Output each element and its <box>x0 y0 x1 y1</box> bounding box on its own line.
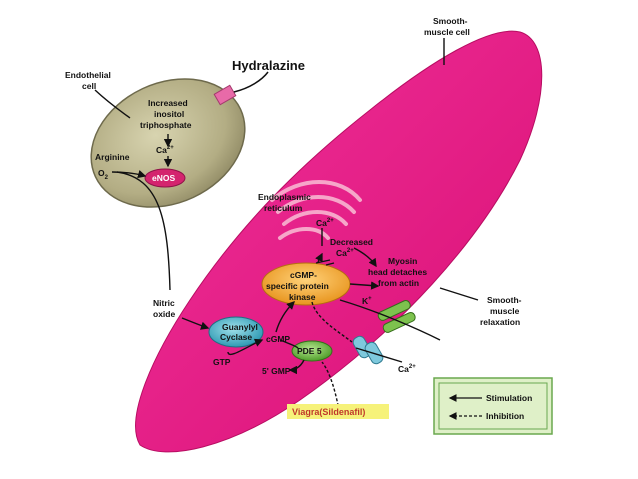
label-increased-3: triphosphate <box>140 120 192 130</box>
label-decreased-2: Ca2+ <box>336 248 354 258</box>
label-decreased-1: Decreased <box>330 237 373 247</box>
label-hydralazine: Hydralazine <box>232 58 305 73</box>
label-arginine: Arginine <box>95 152 130 162</box>
label-o2: O2 <box>98 168 109 181</box>
label-enos: eNOS <box>152 173 175 183</box>
label-ca-endothelial: Ca2+ <box>156 145 174 155</box>
label-ca-channel: Ca2+ <box>398 364 416 374</box>
label-relax-1: Smooth- <box>487 295 522 305</box>
label-nitric-1: Nitric <box>153 298 175 308</box>
guanylyl-cyclase-enzyme <box>208 316 264 348</box>
label-er-2: reticulum <box>264 203 303 213</box>
endoplasmic-reticulum <box>270 180 362 240</box>
label-endothelial-cell-1: Endothelial <box>65 70 111 80</box>
pathway-arrows <box>94 38 479 375</box>
legend: Stimulation Inhibition <box>433 377 553 435</box>
label-nitric-2: oxide <box>153 309 175 319</box>
label-myosin-3: from actin <box>378 278 419 288</box>
label-k-plus: K+ <box>362 296 372 306</box>
label-guanylyl: Guanylyl <box>222 322 258 332</box>
label-relax-2: muscle <box>490 306 520 316</box>
label-pde5: PDE 5 <box>297 346 322 356</box>
label-increased-2: inositol <box>154 109 184 119</box>
viagra-label-box <box>287 404 389 419</box>
label-cyclase: Cyclase <box>220 332 252 342</box>
label-smooth-muscle-cell-2: muscle cell <box>424 27 470 37</box>
label-ca-er: Ca2+ <box>316 218 334 228</box>
label-pkg-1: cGMP- <box>290 270 317 280</box>
label-increased-1: Increased <box>148 98 188 108</box>
label-myosin-2: head detaches <box>368 267 427 277</box>
label-relax-3: relaxation <box>480 317 520 327</box>
label-er-1: Endoplasmic <box>258 192 311 202</box>
label-pkg-2: specific protein <box>266 281 329 291</box>
label-cgmp: cGMP <box>266 334 290 344</box>
label-viagra: Viagra(Sildenafil) <box>292 407 365 417</box>
label-gtp: GTP <box>213 357 231 367</box>
legend-inhibition: Inhibition <box>486 411 524 421</box>
label-myosin-1: Myosin <box>388 256 417 266</box>
hydralazine-marker <box>213 84 237 106</box>
label-smooth-muscle-cell-1: Smooth- <box>433 16 468 26</box>
label-5-gmp: 5' GMP <box>262 366 291 376</box>
label-pkg-3: kinase <box>289 292 316 302</box>
pde5-enzyme <box>291 340 333 362</box>
label-endothelial-cell-2: cell <box>82 81 96 91</box>
legend-stimulation: Stimulation <box>486 393 532 403</box>
